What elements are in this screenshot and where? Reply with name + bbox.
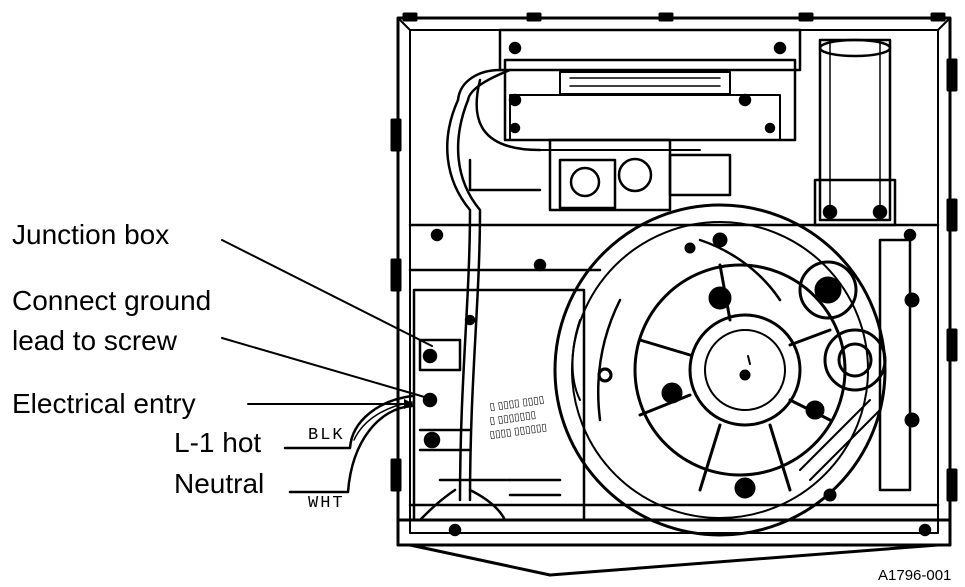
- bottom-rail: [408, 478, 940, 537]
- ground-label-line2: lead to screw: [12, 325, 177, 356]
- ground-label-line1: Connect ground: [12, 285, 212, 316]
- wht-wire-label: WHT: [308, 494, 345, 513]
- svg-text:▯ ▯▯▯▯ ▯▯▯▯: ▯ ▯▯▯▯ ▯▯▯▯: [489, 394, 545, 413]
- figure-id: A1796-001: [878, 567, 952, 584]
- wiring-harness: [418, 68, 512, 522]
- ground-leader: [221, 337, 429, 399]
- field-wires: [283, 394, 414, 494]
- junction-box-leader: [221, 239, 433, 347]
- neutral-label: Neutral: [174, 468, 265, 499]
- upper-compartment: [408, 28, 940, 272]
- l1-hot-label: L-1 hot: [174, 427, 262, 458]
- blk-wire: [283, 394, 414, 450]
- electrical-entry-label: Electrical entry: [12, 388, 196, 419]
- blk-wire-label: BLK: [308, 426, 345, 445]
- wht-wire: [288, 404, 414, 494]
- blower-assembly: [553, 203, 920, 537]
- junction-box-label: Junction box: [12, 219, 170, 250]
